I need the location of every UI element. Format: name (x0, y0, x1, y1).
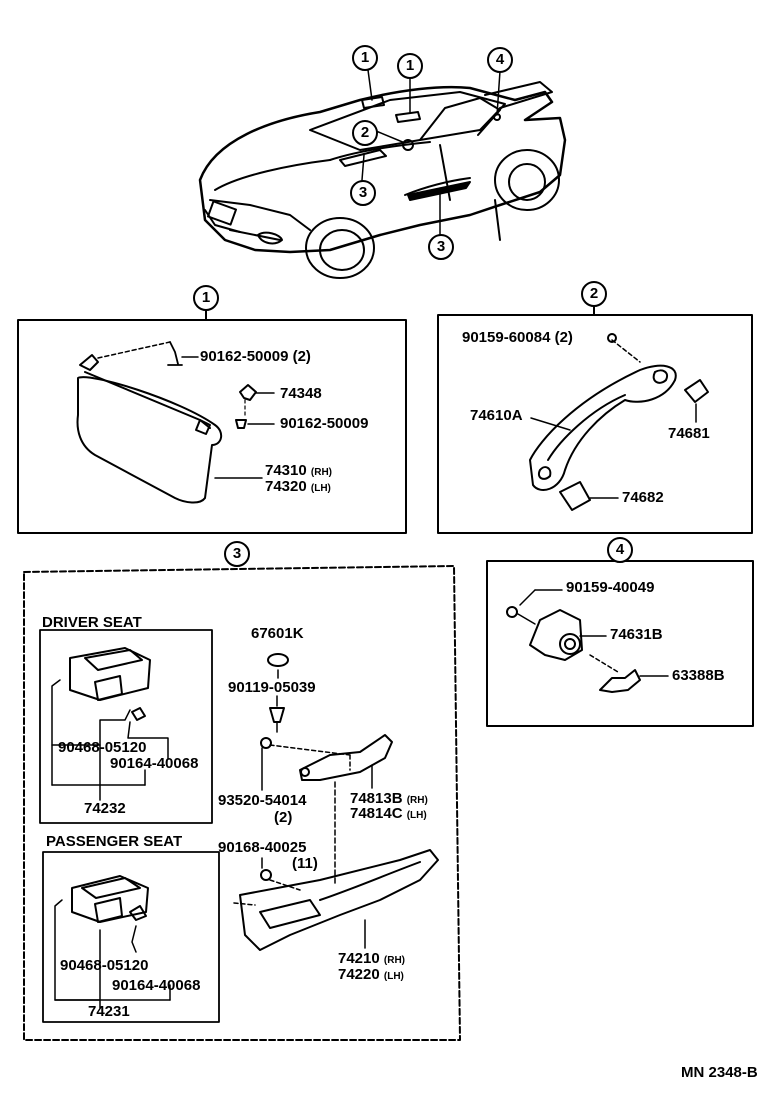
section-2-callout: 2 (581, 281, 607, 307)
part-label-driver-screw-b: 90164-40068 (110, 755, 199, 772)
passenger-seat-title: PASSENGER SEAT (46, 833, 183, 850)
assist-grip-drawing (529, 364, 677, 491)
part-label-center-screw: 90119-05039 (228, 679, 316, 696)
sun-visor-drawing (76, 354, 223, 504)
coat-hook-drawing (506, 606, 641, 693)
callout-2: 2 (352, 120, 378, 146)
part-label-pass-switch: 74231 (88, 1003, 130, 1020)
callout-1: 1 (397, 53, 423, 79)
car-illustration (198, 81, 567, 279)
part-label-grip-bracket: 74682 (622, 489, 664, 506)
part-label-driver-screw-a: 90468-05120 (58, 739, 147, 756)
part-label-grip-screw: 90159-60084 (2) (462, 329, 573, 346)
part-label-bracket-lh: 74814C (LH) (350, 805, 427, 822)
center-parts-drawing (239, 653, 439, 951)
part-label-visor-lh: 74320 (LH) (265, 478, 331, 495)
part-label-visor-screw-2: 90162-50009 (280, 415, 369, 432)
callout-3: 3 (428, 234, 454, 260)
part-label-nut-qty: (2) (274, 809, 293, 826)
part-label-assist-grip: 74610A (470, 407, 523, 424)
section-1-callout: 1 (193, 285, 219, 311)
diagram-code: MN 2348-B (681, 1064, 758, 1081)
part-label-hook-clip: 63388B (672, 667, 725, 684)
part-label-cap: 67601K (251, 625, 304, 642)
section-3-callout: 3 (224, 541, 250, 567)
part-label-visor-rh: 74310 (RH) (265, 462, 332, 479)
part-label-hook-screw: 90159-40049 (566, 579, 655, 596)
part-label-visor-screw: 90162-50009 (2) (200, 348, 311, 365)
callout-4: 4 (487, 47, 513, 73)
section-4-callout: 4 (607, 537, 633, 563)
part-label-armrest-rh: 74210 (RH) (338, 950, 405, 967)
callout-1: 1 (352, 45, 378, 71)
part-label-visor-clip: 74348 (280, 385, 322, 402)
part-label-bracket-rh: 74813B (RH) (350, 790, 428, 807)
part-label-coat-hook: 74631B (610, 626, 663, 643)
driver-switch-drawing (69, 647, 151, 701)
part-label-armrest-lh: 74220 (LH) (338, 966, 404, 983)
part-label-pass-screw-b: 90164-40068 (112, 977, 201, 994)
part-label-arm-screw-qty: (11) (292, 855, 318, 872)
passenger-switch-drawing (71, 875, 149, 923)
driver-seat-title: DRIVER SEAT (42, 614, 142, 631)
part-label-arm-screw: 90168-40025 (218, 839, 307, 856)
callout-3: 3 (350, 180, 376, 206)
part-label-grip-cap: 74681 (668, 425, 710, 442)
part-label-pass-screw-a: 90468-05120 (60, 957, 149, 974)
part-label-driver-switch: 74232 (84, 800, 126, 817)
part-label-nut: 93520-54014 (218, 792, 307, 809)
